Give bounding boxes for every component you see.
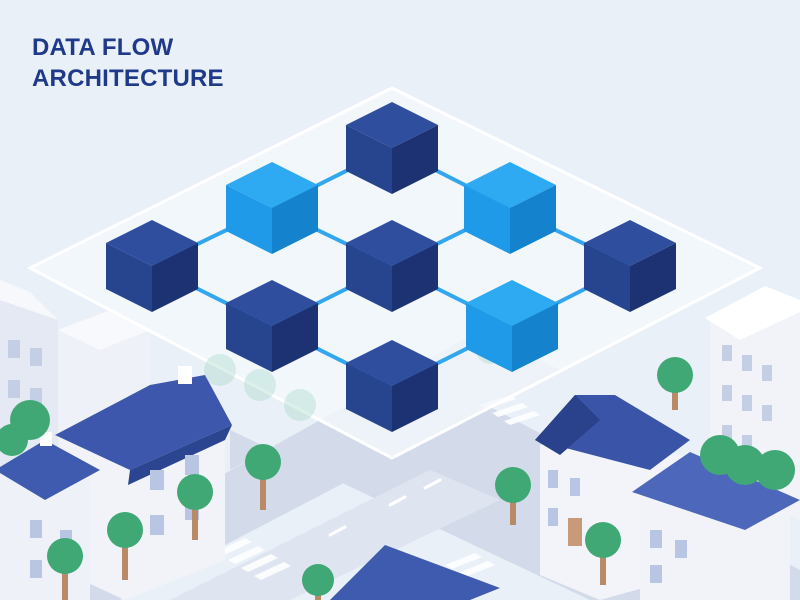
cube-left-face <box>226 303 272 372</box>
buildings-left <box>0 280 232 600</box>
tree <box>245 444 281 510</box>
cube-right-face <box>392 243 438 312</box>
crosswalk <box>215 395 540 580</box>
node-cube-top <box>346 102 438 194</box>
cube-left-face <box>466 303 512 372</box>
cube-right-face <box>272 303 318 372</box>
house-far-right-roof <box>632 452 800 530</box>
house-left-chimney <box>178 366 192 384</box>
trees <box>0 357 795 600</box>
tree <box>107 512 143 580</box>
node-cube-center <box>346 220 438 312</box>
diagram-title: DATA FLOW ARCHITECTURE <box>32 32 224 94</box>
cube-left-face <box>464 185 510 254</box>
title-line-1: DATA FLOW <box>32 34 174 61</box>
tree <box>700 435 795 490</box>
cube-left-face <box>346 363 392 432</box>
house-bottom-center-roof <box>330 545 500 600</box>
node-cube-upper-right <box>464 162 556 254</box>
cube-left-face <box>346 125 392 194</box>
node-cube-upper-left <box>226 162 318 254</box>
tree <box>47 538 83 600</box>
house-far-right-windows <box>650 530 687 583</box>
cube-right-face <box>512 303 558 372</box>
house-left-roof <box>55 375 232 470</box>
flow-nodes <box>106 102 676 432</box>
house-front-left-chimney <box>40 432 52 446</box>
building-tall-right-roof <box>705 286 800 340</box>
house-right-windows <box>548 470 580 526</box>
lane-markings <box>328 478 442 537</box>
node-cube-bottom <box>346 340 438 432</box>
house-right-door <box>568 518 582 546</box>
building-tall-right-windows <box>722 345 772 451</box>
cube-right-face <box>272 185 318 254</box>
tree <box>657 357 693 410</box>
cube-right-face <box>510 185 556 254</box>
cube-left-face <box>584 243 630 312</box>
tree <box>585 522 621 585</box>
cube-right-face <box>630 243 676 312</box>
cube-right-face <box>392 125 438 194</box>
node-cube-right <box>584 220 676 312</box>
cube-right-face <box>392 363 438 432</box>
cube-left-face <box>106 243 152 312</box>
node-cube-left <box>106 220 198 312</box>
tree <box>0 400 50 456</box>
node-cube-lower-right <box>466 280 558 372</box>
house-right-roof-side <box>535 395 600 455</box>
cube-left-face <box>226 185 272 254</box>
building-tall-left-roof <box>0 280 58 320</box>
cube-left-face <box>346 243 392 312</box>
node-cube-lower-left <box>226 280 318 372</box>
tree <box>495 467 531 525</box>
tree <box>177 474 213 540</box>
title-line-2: ARCHITECTURE <box>32 65 224 92</box>
cube-right-face <box>152 243 198 312</box>
tree <box>302 564 334 600</box>
house-front-left-roof <box>0 440 100 500</box>
building-tall-left-windows <box>8 340 42 406</box>
